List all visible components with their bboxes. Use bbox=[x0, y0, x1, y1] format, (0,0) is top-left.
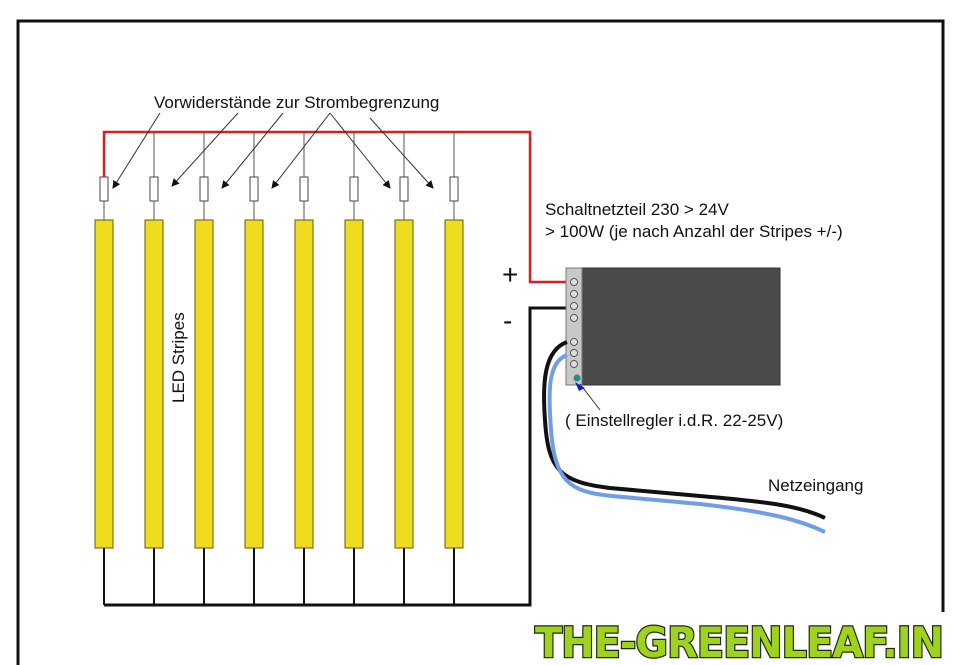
minus-label: - bbox=[503, 305, 512, 336]
positive-wire bbox=[102, 130, 575, 284]
resistor bbox=[249, 176, 259, 202]
resistor bbox=[349, 176, 359, 202]
resistor bbox=[99, 176, 109, 202]
power-supply bbox=[581, 267, 781, 386]
resistors-label: Vorwiderstände zur Strombegrenzung bbox=[154, 93, 439, 112]
led-stripes bbox=[94, 132, 464, 605]
adjuster-label: ( Einstellregler i.d.R. 22-25V) bbox=[565, 411, 783, 430]
voltage-adjuster bbox=[573, 374, 581, 382]
screw-icon bbox=[570, 338, 578, 346]
frame bbox=[16, 19, 945, 665]
led-stripe bbox=[444, 219, 464, 549]
screw-icon bbox=[570, 314, 578, 322]
psu-label-line1: Schaltnetzteil 230 > 24V bbox=[545, 200, 729, 219]
led-stripe bbox=[344, 219, 364, 549]
resistor bbox=[399, 176, 409, 202]
mains-cable-blue bbox=[547, 353, 826, 534]
logo-background bbox=[528, 612, 948, 665]
resistor bbox=[299, 176, 309, 202]
psu-label-line2: > 100W (je nach Anzahl der Stripes +/-) bbox=[545, 222, 843, 241]
adjuster-arrow-icon bbox=[575, 382, 585, 391]
resistor-arrows bbox=[112, 112, 434, 189]
mains-label: Netzeingang bbox=[768, 476, 863, 495]
led-stripe bbox=[394, 219, 414, 549]
resistor bbox=[149, 176, 159, 202]
led-stripe bbox=[144, 219, 164, 549]
mains-cable-black bbox=[542, 340, 826, 520]
stripes-label: LED Stripes bbox=[169, 312, 188, 403]
screw-icon bbox=[570, 349, 578, 357]
screw-icon bbox=[570, 360, 578, 368]
resistor bbox=[199, 176, 209, 202]
resistor bbox=[449, 176, 459, 202]
led-stripe bbox=[244, 219, 264, 549]
terminal-strip bbox=[565, 267, 583, 386]
screw-icon bbox=[570, 302, 578, 310]
led-stripe bbox=[294, 219, 314, 549]
terminal-screws bbox=[570, 278, 578, 368]
site-logo: THE-GREENLEAF.IN bbox=[535, 618, 943, 665]
negative-wire bbox=[104, 306, 567, 607]
led-stripe bbox=[194, 219, 214, 549]
plus-label: + bbox=[502, 259, 518, 290]
screw-icon bbox=[570, 278, 578, 286]
screw-icon bbox=[570, 290, 578, 298]
led-stripe bbox=[94, 219, 114, 549]
